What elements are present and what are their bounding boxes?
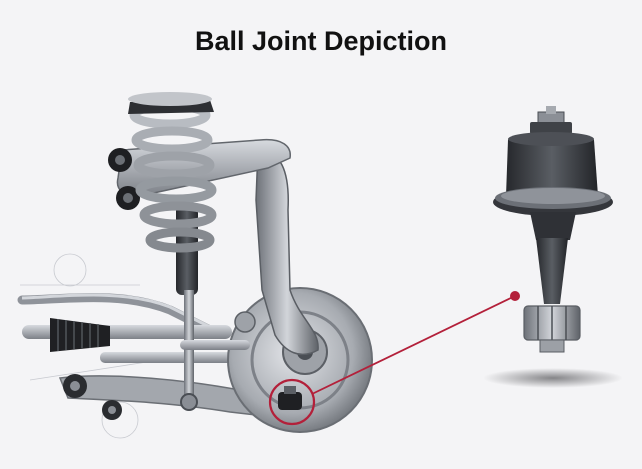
lower-ball-joint [278, 386, 302, 410]
suspension-assembly-icon [17, 92, 373, 439]
housing [506, 134, 598, 202]
stud [536, 238, 568, 304]
callout-dot [510, 291, 520, 301]
tie-rod [180, 340, 250, 350]
callout-circle-icon [268, 378, 316, 426]
steering-boot [50, 318, 110, 352]
steering-knuckle [255, 149, 319, 356]
drive-shaft [100, 352, 240, 363]
shadow [483, 368, 623, 388]
ball-joint-icon [483, 106, 623, 388]
sway-bar [17, 293, 215, 335]
sketch-lines [20, 253, 161, 439]
callout-line [311, 295, 516, 395]
stud-tip [539, 339, 565, 353]
page-title: Ball Joint Depiction [194, 26, 448, 56]
